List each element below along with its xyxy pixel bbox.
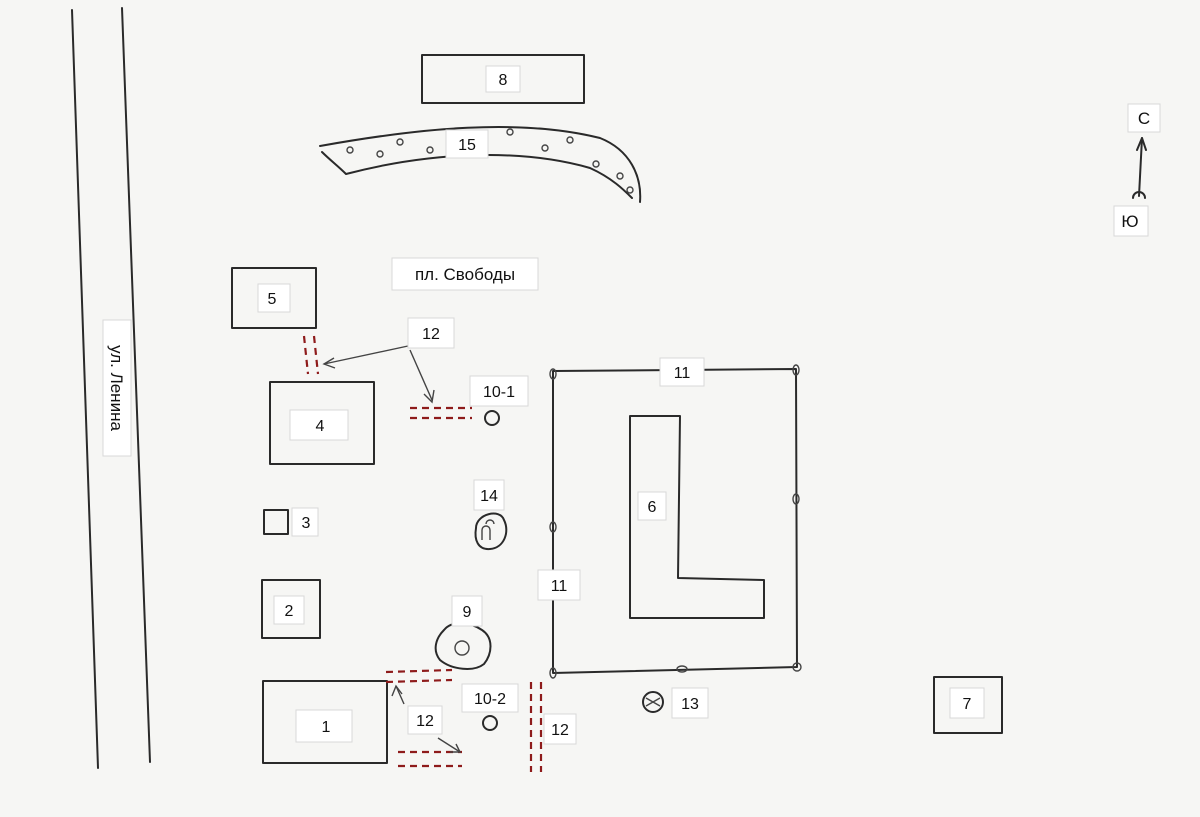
path-pointer-arrows: [322, 345, 462, 753]
object-10-2: [482, 715, 498, 731]
svg-text:10-1: 10-1: [483, 384, 515, 401]
svg-text:8: 8: [499, 72, 508, 89]
compass-south-label: Ю: [1113, 205, 1149, 237]
fence-11-label-left: 11: [537, 569, 581, 601]
svg-text:9: 9: [463, 604, 472, 621]
object-9: [434, 622, 492, 670]
building-5: [231, 267, 317, 329]
building-6-label: 6: [637, 491, 667, 521]
object-13: [642, 691, 664, 713]
object-10-1: [484, 410, 500, 426]
svg-text:4: 4: [316, 418, 325, 435]
svg-text:14: 14: [480, 488, 498, 505]
street-label: ул. Ленина: [102, 319, 132, 457]
fence-11: [552, 368, 798, 674]
building-4: [269, 381, 375, 465]
building-1-label: 1: [295, 709, 353, 743]
building-7-label: 7: [949, 687, 985, 719]
svg-text:15: 15: [458, 137, 476, 154]
svg-text:5: 5: [268, 291, 277, 308]
svg-text:2: 2: [285, 603, 294, 620]
object-9-label: 9: [451, 595, 483, 627]
svg-text:7: 7: [963, 696, 972, 713]
building-6: [629, 415, 765, 619]
object-10-2-label: 10-2: [461, 683, 519, 713]
building-1: [262, 680, 388, 764]
paths-12-label-bottom-left: 12: [407, 705, 443, 735]
svg-text:11: 11: [674, 365, 691, 382]
building-4-label: 4: [289, 409, 349, 441]
paths-12-label-top: 12: [407, 317, 455, 349]
svg-text:6: 6: [648, 499, 657, 516]
compass: С Ю: [1113, 103, 1161, 237]
street-line-left: [71, 9, 99, 769]
object-14-label: 14: [473, 479, 505, 511]
square-label: пл. Свободы: [391, 257, 539, 291]
svg-text:пл. Свободы: пл. Свободы: [415, 265, 515, 284]
svg-text:13: 13: [681, 696, 699, 713]
building-3-label: 3: [291, 507, 319, 537]
tree-alley-dots: [346, 128, 634, 194]
object-13-label: 13: [671, 687, 709, 719]
svg-text:12: 12: [422, 326, 440, 343]
svg-text:12: 12: [416, 713, 434, 730]
svg-text:11: 11: [551, 578, 568, 595]
fence-posts: [549, 364, 802, 679]
street-line-right: [121, 7, 151, 763]
object-14: [474, 512, 508, 551]
fence-11-label-top: 11: [659, 357, 705, 387]
svg-text:1: 1: [322, 719, 331, 736]
building-8: [421, 54, 585, 104]
building-7: [933, 676, 1003, 734]
building-2-label: 2: [273, 595, 305, 625]
svg-text:С: С: [1138, 109, 1150, 128]
svg-text:10-2: 10-2: [474, 691, 506, 708]
svg-text:3: 3: [302, 515, 311, 532]
compass-north-label: С: [1127, 103, 1161, 133]
svg-text:12: 12: [551, 722, 569, 739]
object-10-1-label: 10-1: [469, 375, 529, 407]
svg-text:ул. Ленина: ул. Ленина: [107, 345, 126, 431]
svg-text:Ю: Ю: [1121, 212, 1138, 231]
tree-alley-15-label: 15: [445, 129, 489, 159]
building-3: [263, 509, 289, 535]
building-5-label: 5: [257, 283, 291, 313]
building-2: [261, 579, 321, 639]
paths-12-label-bottom-right: 12: [543, 713, 577, 745]
building-8-label: 8: [485, 65, 521, 93]
compass-arrow: [1138, 137, 1143, 197]
